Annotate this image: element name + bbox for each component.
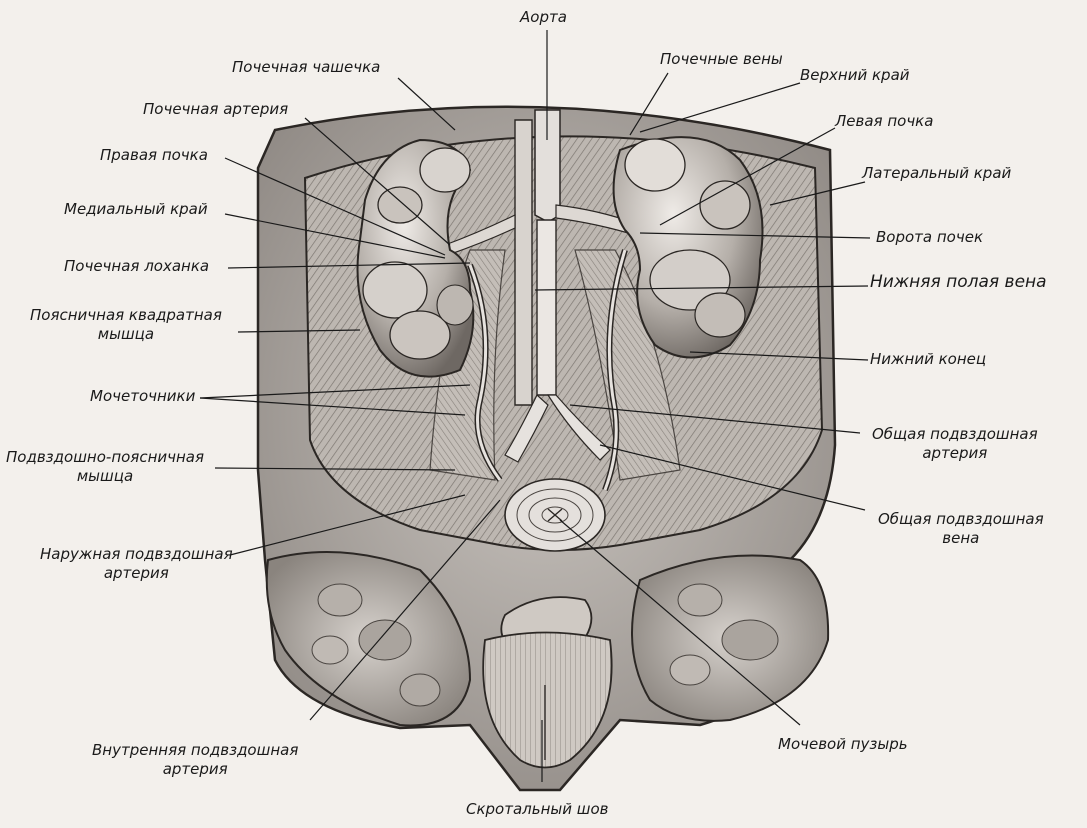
label-iliopsoas: Подвздошно-поясничная мышца [6,448,204,486]
label-common-iliac-artery-line1: Общая подвздошная [872,425,1038,443]
label-iliopsoas-line1: Подвздошно-поясничная [6,448,205,466]
leader-lines [199,30,871,782]
bladder-shape [504,478,606,552]
label-iliopsoas-line2: мышца [76,467,134,485]
right-thigh-section [265,551,472,727]
left-thigh-section [631,554,830,722]
label-quadratus-lumborum-line1: Поясничная квадратная [30,306,222,324]
right-iliac [504,394,549,463]
label-scrotal-seam: Скротальный шов [466,800,609,818]
aorta-vessel [534,109,561,223]
label-renal-hilum: Ворота почек [876,228,983,246]
label-left-kidney: Левая почка [835,112,934,130]
label-lower-end: Нижний конец [870,350,987,368]
right-kidney-shape [356,138,475,378]
label-inferior-vena-cava: Нижняя полая вена [870,272,1047,292]
label-medial-edge: Медиальный край [64,200,208,218]
label-external-iliac-artery: Наружная подвздошная артерия [40,545,233,583]
right-ureter-inner [468,264,502,481]
label-common-iliac-vein-line1: Общая подвздошная [878,510,1044,528]
label-internal-iliac-artery: Внутренняя подвздошная артерия [92,741,298,779]
label-renal-veins: Почечные вены [660,50,783,68]
label-quadratus-lumborum: Поясничная квадратная мышца [30,306,222,344]
label-common-iliac-artery-line2: артерия [922,444,988,462]
label-external-iliac-artery-line2: артерия [103,564,169,582]
label-upper-edge: Верхний край [800,66,910,84]
left-kidney-shape [612,136,764,359]
label-renal-artery: Почечная артерия [143,100,289,118]
label-common-iliac-vein: Общая подвздошная вена [878,510,1044,548]
label-external-iliac-artery-line1: Наружная подвздошная [40,545,233,563]
label-right-kidney: Правая почка [100,146,208,164]
scrotum-shape [482,631,613,769]
left-ureter-inner [603,249,627,491]
label-internal-iliac-artery-line1: Внутренняя подвздошная [92,741,299,759]
label-lateral-edge: Латеральный край [862,164,1012,182]
ivc-vessel [514,119,533,406]
label-common-iliac-vein-line2: вена [942,529,980,547]
label-renal-calyx: Почечная чашечка [232,58,381,76]
aorta-trunk [536,219,557,396]
label-quadratus-lumborum-line2: мышца [97,325,155,343]
label-bladder: Мочевой пузырь [778,735,908,753]
label-internal-iliac-artery-line2: артерия [162,760,228,778]
label-common-iliac-artery: Общая подвздошная артерия [872,425,1038,463]
label-aorta: Аорта [520,8,567,26]
label-renal-pelvis: Почечная лоханка [64,257,210,275]
left-iliac [546,394,611,461]
label-ureters: Мочеточники [90,387,196,405]
